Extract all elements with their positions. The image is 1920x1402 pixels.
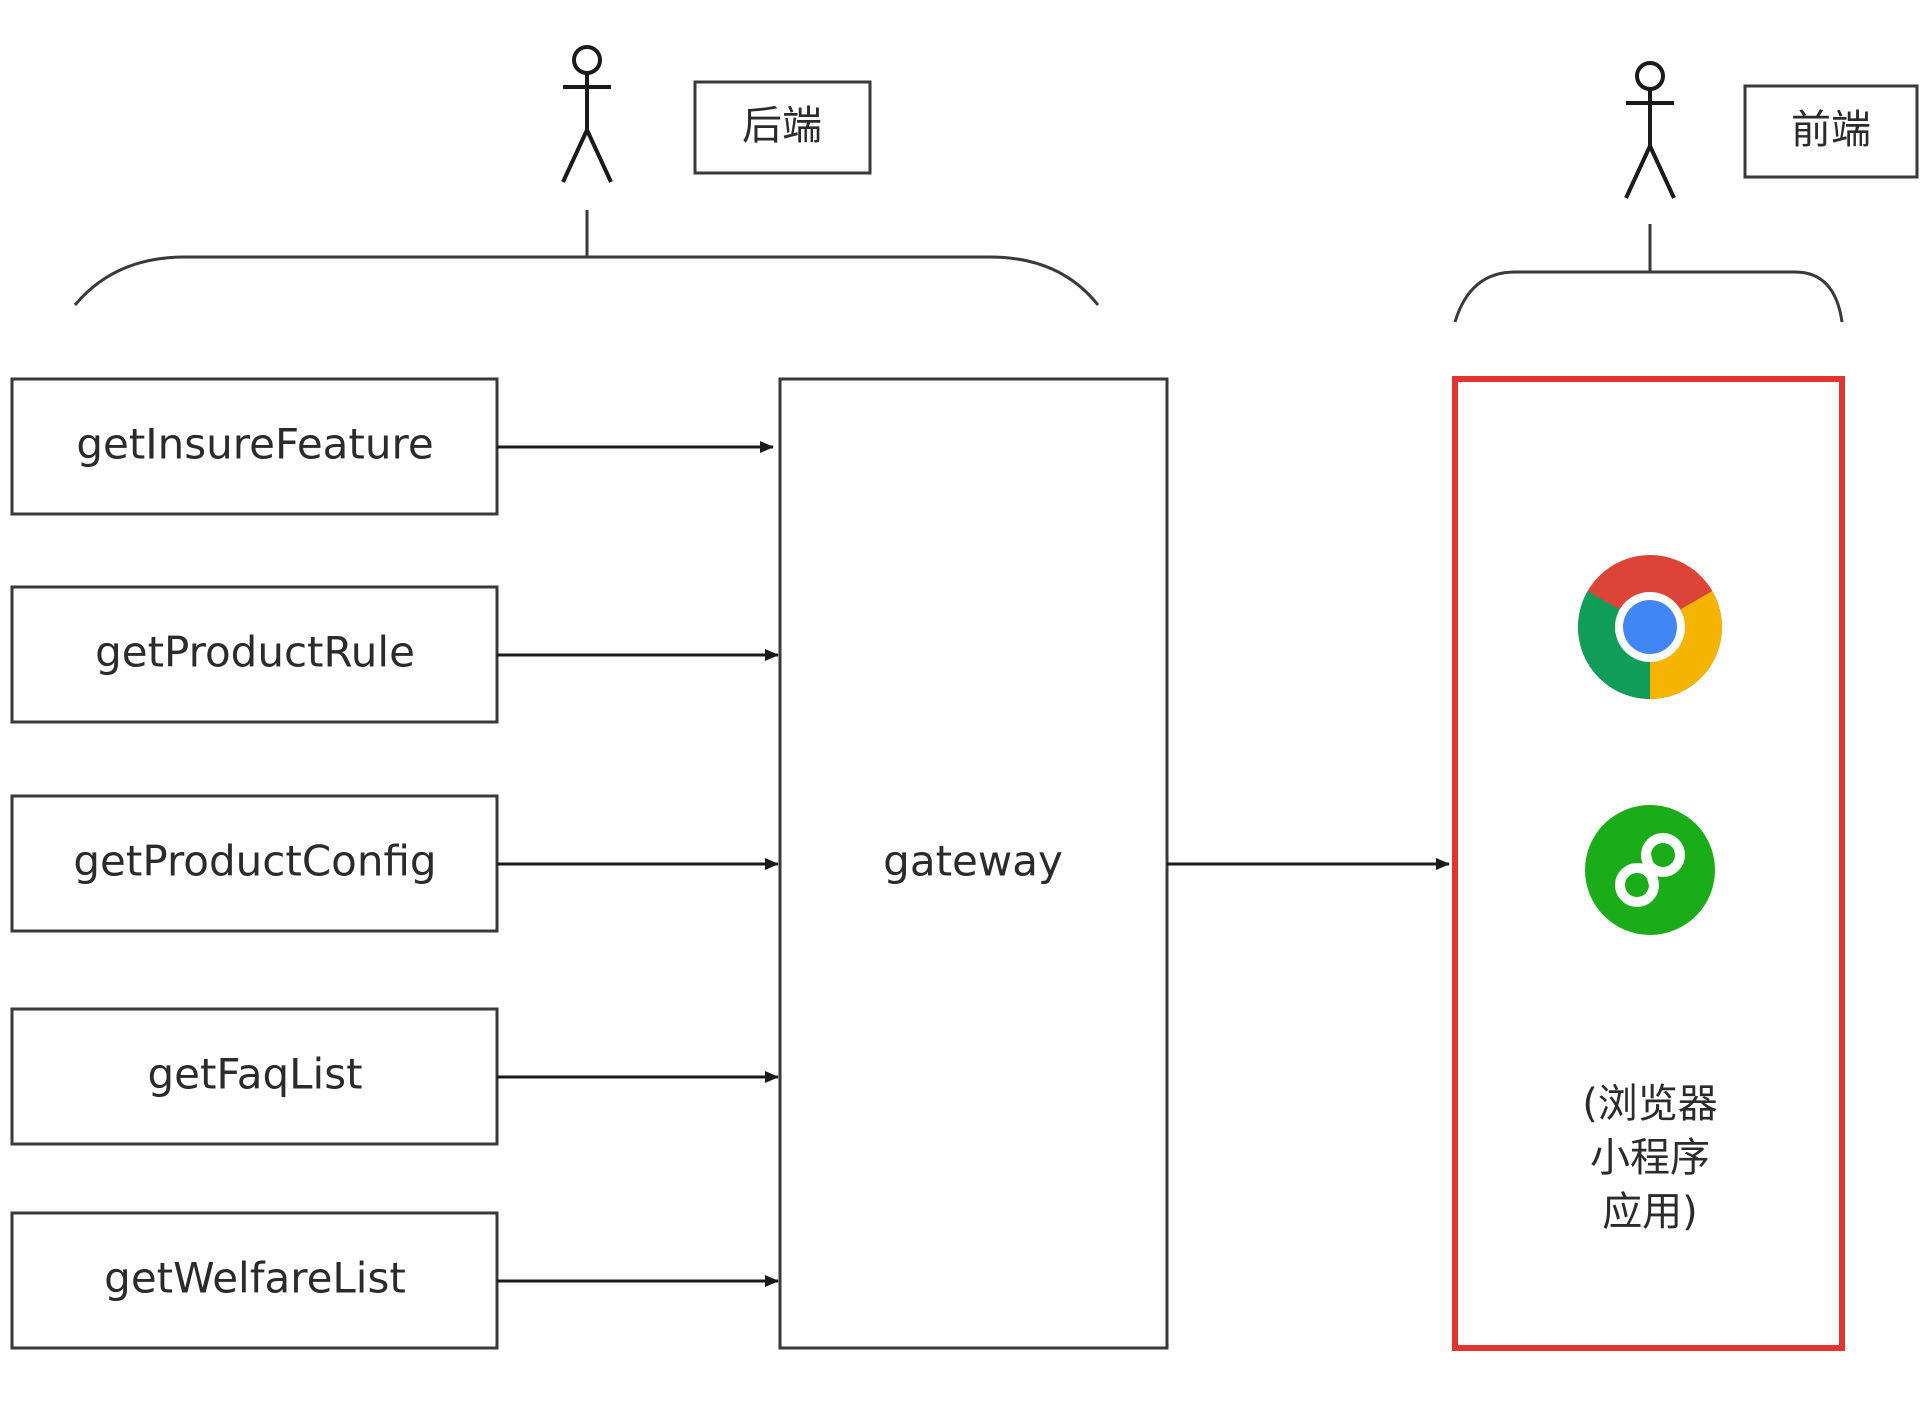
gateway-label: gateway xyxy=(883,837,1063,886)
frontend-label-box: 前端 xyxy=(1743,84,1919,179)
mini-program-icon xyxy=(1585,805,1715,935)
client-caption-line: (浏览器 xyxy=(1582,1081,1718,1127)
backend-actor-icon xyxy=(561,45,613,183)
client-caption-line: 小程序 xyxy=(1590,1135,1710,1181)
api-node: getFaqList xyxy=(10,1007,499,1146)
backend-brace xyxy=(73,210,1100,306)
api-node-label: getProductConfig xyxy=(73,837,436,886)
api-node-label: getInsureFeature xyxy=(76,420,433,469)
client-caption-line: 应用) xyxy=(1602,1189,1698,1235)
backend-label: 后端 xyxy=(742,103,822,149)
api-node: getProductRule xyxy=(10,585,499,724)
frontend-brace xyxy=(1453,224,1844,323)
api-node-label: getProductRule xyxy=(95,628,415,677)
api-node-label: getWelfareList xyxy=(104,1254,406,1303)
backend-label-box: 后端 xyxy=(693,80,872,175)
chrome-icon xyxy=(1578,555,1722,699)
frontend-label: 前端 xyxy=(1791,107,1871,153)
api-node: getInsureFeature xyxy=(10,377,499,516)
api-node-label: getFaqList xyxy=(147,1050,362,1099)
frontend-actor-icon xyxy=(1624,61,1676,199)
gateway-node: gateway xyxy=(778,377,1169,1350)
client-group: (浏览器 小程序 应用) xyxy=(1452,376,1845,1351)
api-node: getProductConfig xyxy=(10,794,499,933)
api-node: getWelfareList xyxy=(10,1211,499,1350)
